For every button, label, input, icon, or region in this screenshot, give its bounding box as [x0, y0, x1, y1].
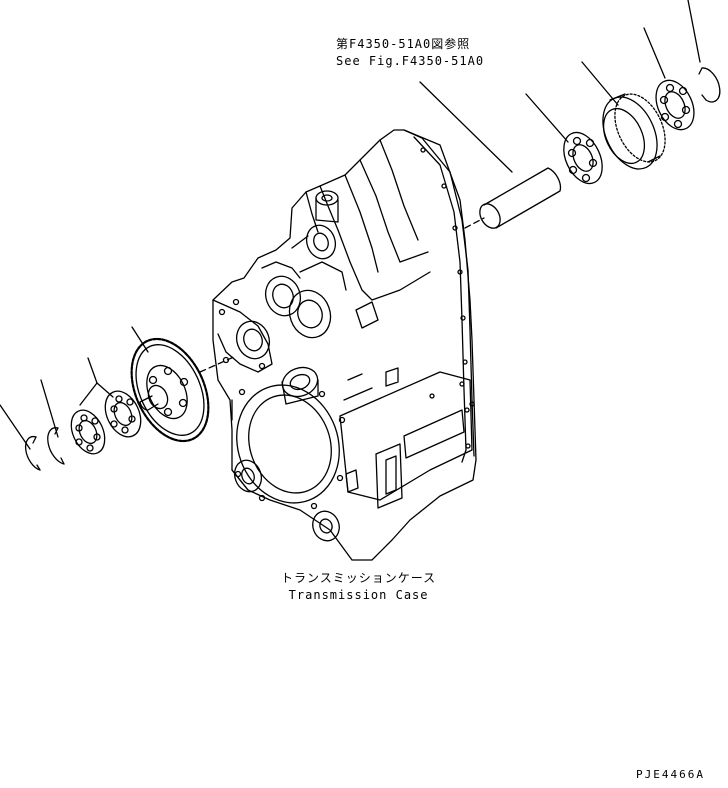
- drawing-code: PJE4466A: [636, 768, 705, 781]
- gear: [130, 337, 237, 443]
- case-label-jp: トランスミッションケース: [281, 571, 437, 585]
- shaft: [464, 167, 562, 229]
- bearing-right-1: [563, 131, 603, 185]
- reference-label-en: See Fig.F4350-51A0: [336, 54, 485, 68]
- leader-lines: [0, 0, 701, 450]
- bearing-right-2: [655, 79, 695, 131]
- bearing-left-2: [104, 390, 142, 438]
- snap-ring-right: [698, 67, 721, 103]
- case-label: トランスミッションケース Transmission Case: [281, 570, 436, 604]
- bearing-race-right: [602, 93, 666, 170]
- bearing-left-1: [70, 409, 106, 455]
- case-label-en: Transmission Case: [288, 588, 429, 602]
- reference-label: 第F4350-51A0図参照 See Fig.F4350-51A0: [336, 36, 484, 70]
- snap-ring-left-1: [24, 435, 41, 471]
- transmission-case: [212, 129, 477, 561]
- snap-ring-left-2: [47, 427, 65, 465]
- reference-label-jp: 第F4350-51A0図参照: [336, 37, 471, 51]
